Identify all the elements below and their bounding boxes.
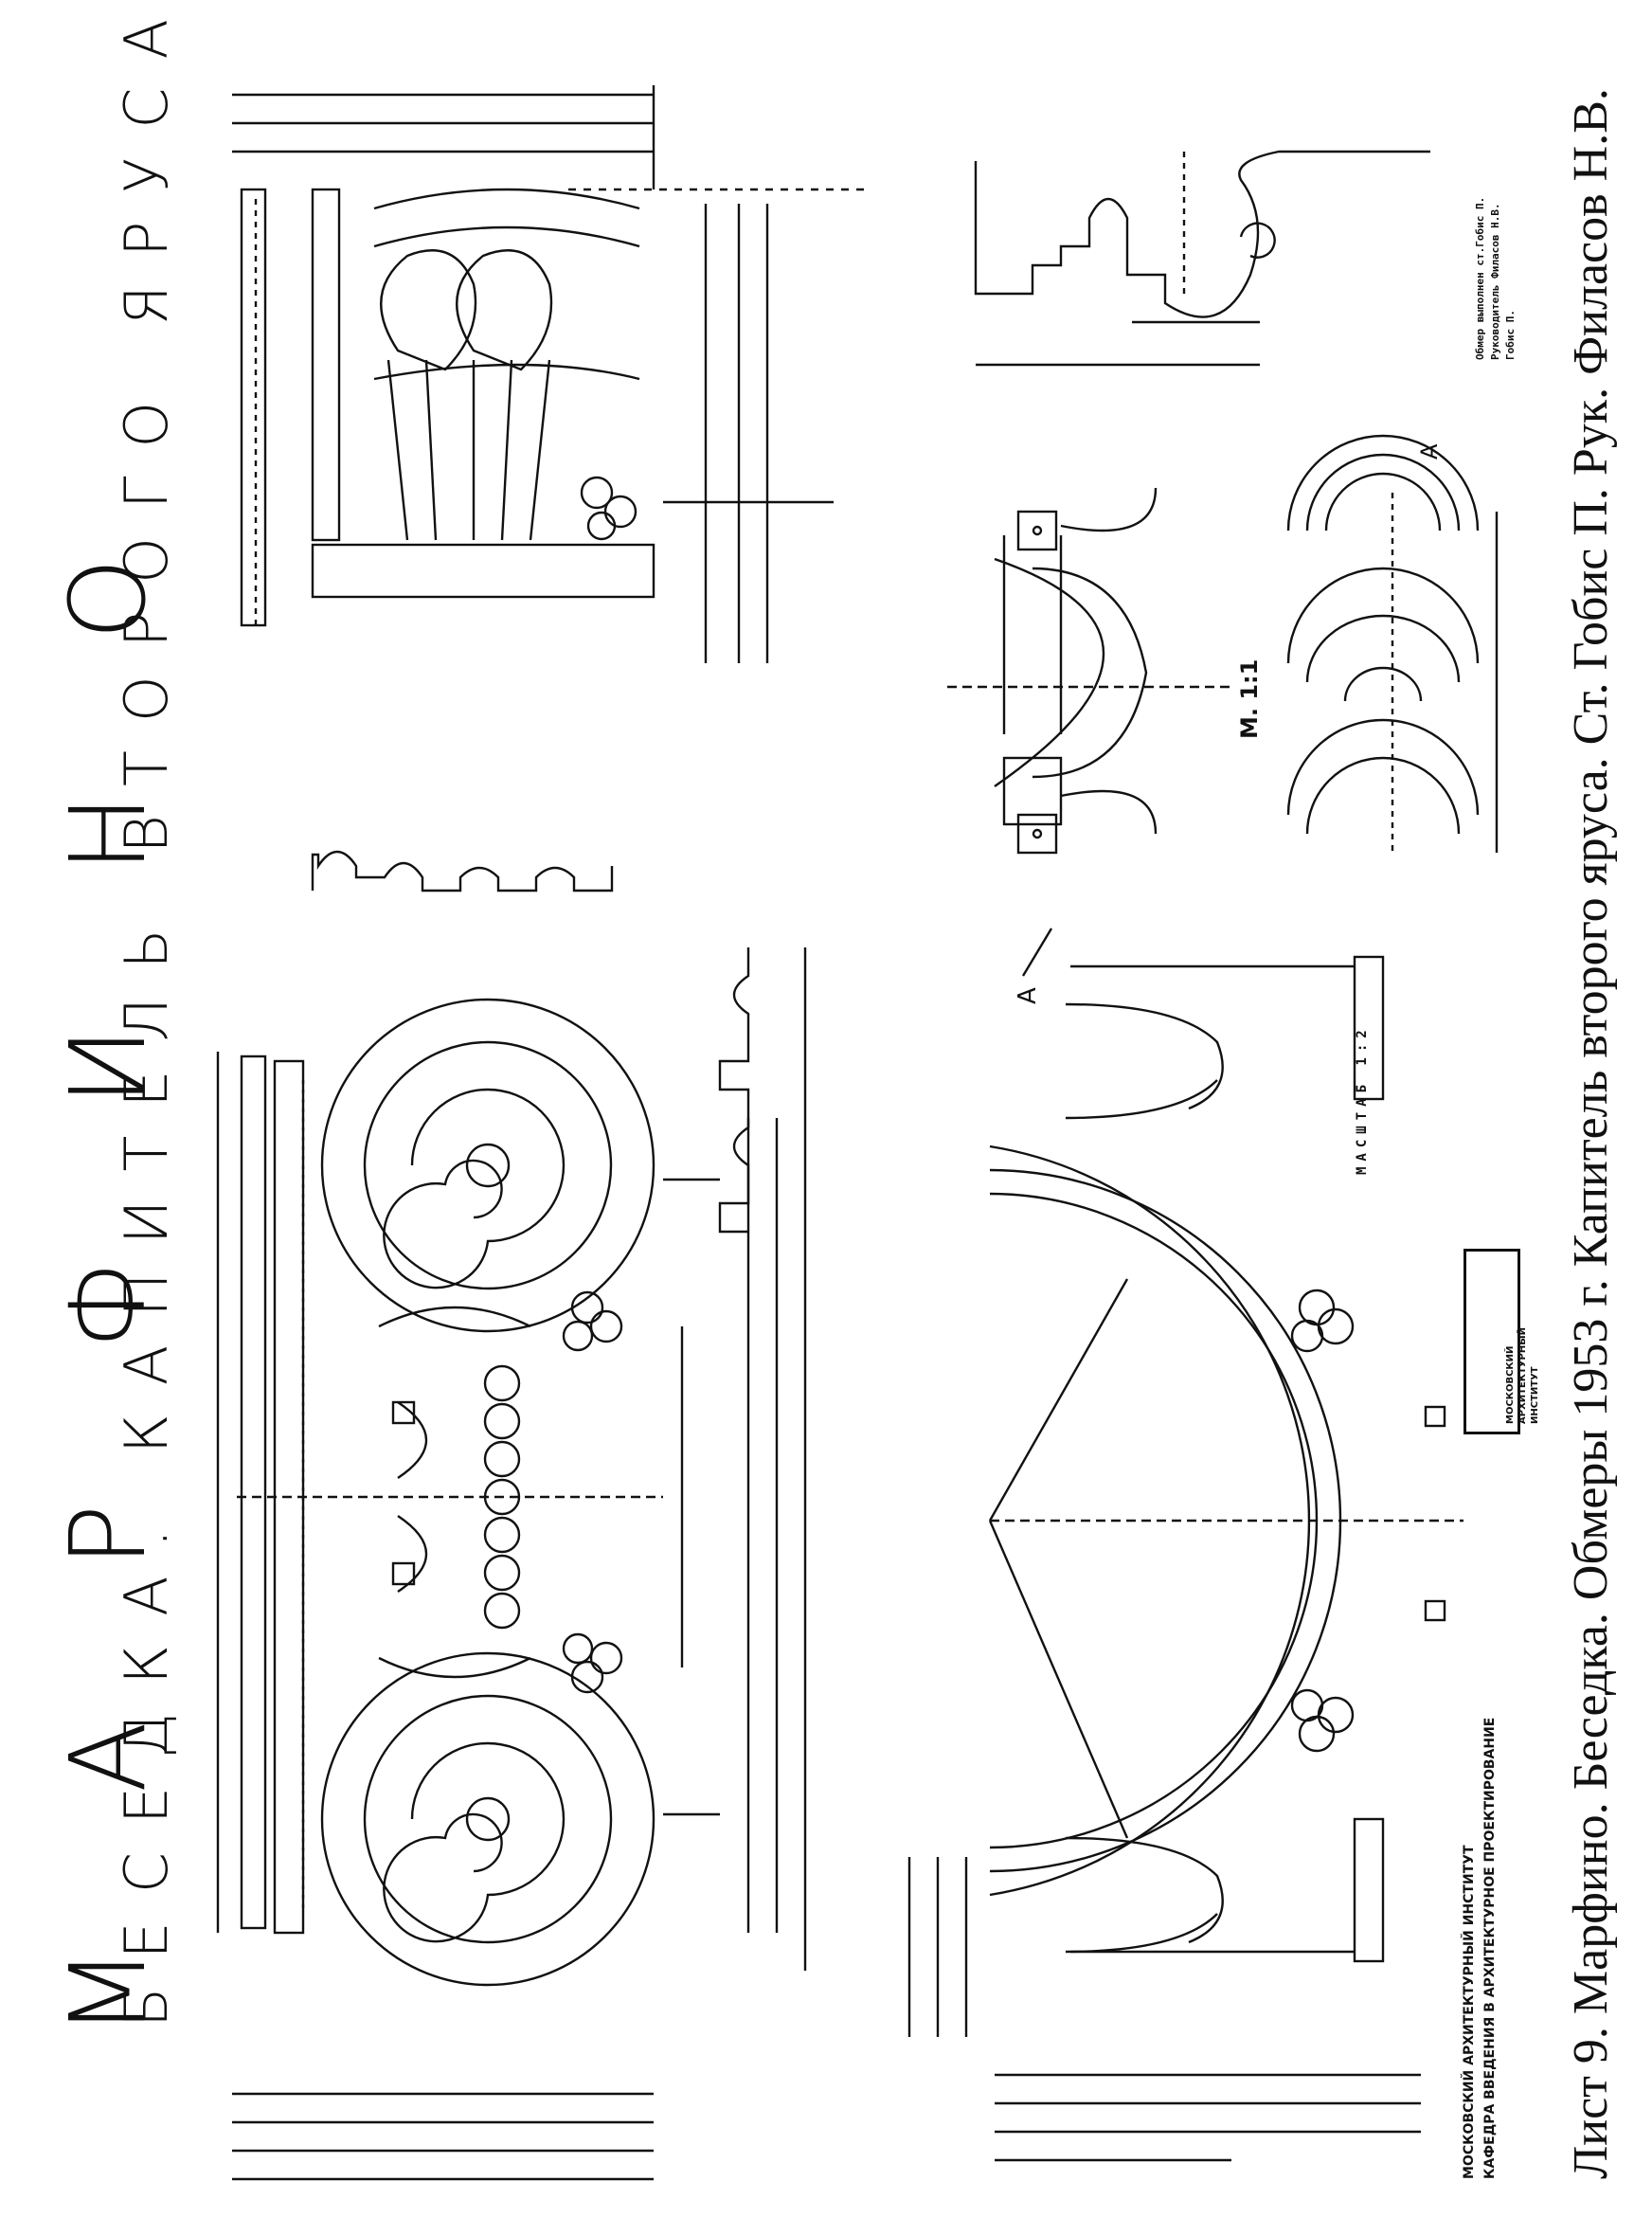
dim-lines-left: [216, 947, 807, 2181]
profile-notes: Обмер выполнен ст.Гобис П. Руководитель …: [1474, 196, 1517, 360]
section-marker-a-detail: А: [1416, 443, 1443, 460]
dim-lines-right: [907, 928, 1421, 2162]
detail-a: [1286, 434, 1499, 853]
institute-line-2: КАФЕДРА ВВЕДЕНИЯ В АРХИТЕКТУРНОЕ ПРОЕКТИ…: [1482, 1717, 1498, 2179]
scale-label: МАСШТАБ 1:2: [1355, 1024, 1370, 1175]
stamp-text: МОСКОВСКИЙ АРХИТЕКТУРНЫЙ ИНСТИТУТ: [1505, 1327, 1540, 1424]
moulding-profile-top: [311, 850, 614, 892]
capital-plan-view: [988, 955, 1463, 1963]
dim-lines-top: [232, 85, 871, 663]
ionic-capital-front-elevation: [237, 998, 720, 1987]
detail-scale-label: М. 1:1: [1236, 658, 1263, 739]
section-marker-a-plan: А: [1014, 987, 1042, 1004]
capital-side-elevation: [240, 188, 655, 627]
moulding-profile-side: [718, 947, 750, 1234]
institute-label: МОСКОВСКИЙ АРХИТЕКТУРНЫЙ ИНСТИТУТ КАФЕДР…: [1459, 1718, 1500, 2179]
sheet-caption: Лист 9. Марфино. Беседка. Обмеры 1953 г.…: [1564, 88, 1618, 2179]
cornice-profile: [974, 150, 1430, 367]
egg-dart-detail: [947, 487, 1231, 855]
drawing-subtitle: БЕСЕДКА. КАПИТЕЛЬ ВТОРОГО ЯРУСА: [112, 0, 181, 2028]
institute-stamp: МОСКОВСКИЙ АРХИТЕКТУРНЫЙ ИНСТИТУТ: [1463, 1249, 1540, 1434]
institute-line-1: МОСКОВСКИЙ АРХИТЕКТУРНЫЙ ИНСТИТУТ: [1462, 1845, 1477, 2179]
